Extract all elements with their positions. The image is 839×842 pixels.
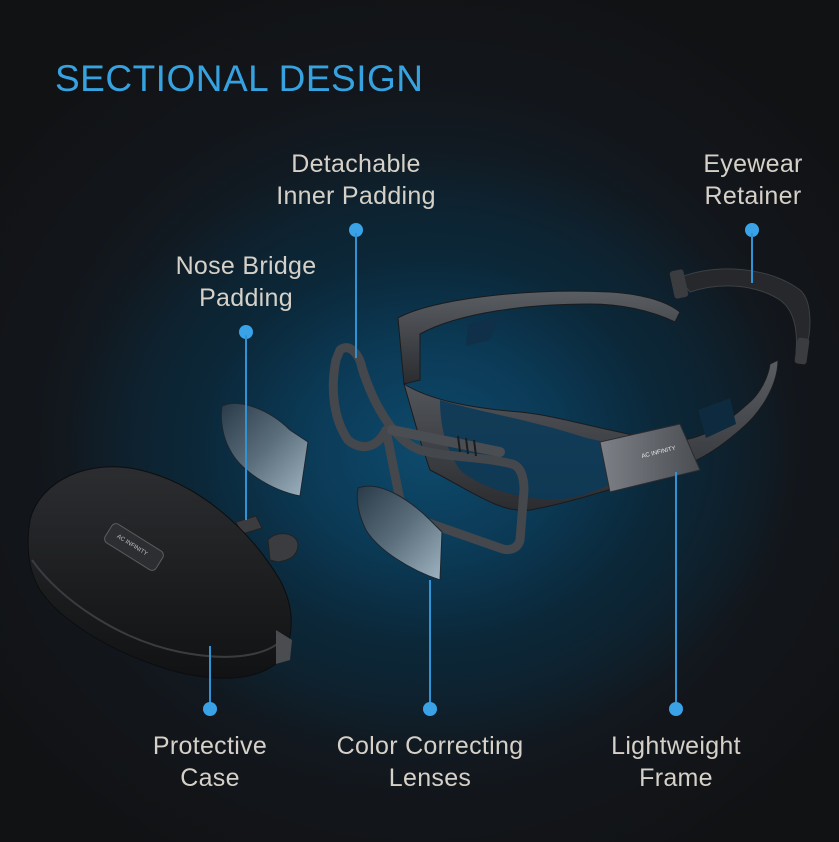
callout-dot-icon [239, 325, 253, 339]
callout-eyewear-retainer: Eyewear Retainer [693, 148, 813, 212]
callout-dot-icon [349, 223, 363, 237]
callout-label: Case [180, 764, 240, 792]
callout-detachable-inner-padding: Detachable Inner Padding [268, 148, 444, 212]
callout-dot-icon [745, 223, 759, 237]
callout-label: Frame [639, 764, 713, 792]
callout-connector-line [355, 233, 357, 358]
callout-label: Detachable [291, 150, 421, 178]
callout-nose-bridge-padding: Nose Bridge Padding [160, 250, 332, 314]
callout-protective-case: Protective Case [130, 730, 290, 794]
callout-connector-line [209, 646, 211, 704]
callout-label: Eyewear [703, 150, 803, 178]
page-title: SECTIONAL DESIGN [55, 58, 424, 99]
callout-label: Color Correcting [336, 732, 524, 760]
callout-connector-line [429, 580, 431, 704]
callout-label: Retainer [704, 182, 802, 210]
callout-dot-icon [203, 702, 217, 716]
callout-dot-icon [669, 702, 683, 716]
inner-padding-shape [328, 343, 529, 555]
lightweight-frame-shape: AC INFINITY [397, 290, 779, 511]
color-correcting-lenses-shape [220, 402, 443, 581]
callout-lightweight-frame: Lightweight Frame [596, 730, 756, 794]
callout-color-correcting-lenses: Color Correcting Lenses [320, 730, 540, 794]
callout-label: Lenses [388, 764, 472, 792]
callout-label: Padding [199, 284, 293, 312]
callout-label: Inner Padding [276, 182, 436, 210]
callout-label: Nose Bridge [175, 252, 317, 280]
callout-label: Lightweight [611, 732, 741, 760]
eyewear-retainer-strap [669, 268, 811, 365]
callout-label: Protective [152, 732, 268, 760]
callout-connector-line [245, 335, 247, 520]
callout-connector-line [675, 472, 677, 704]
protective-case-shape: AC INFINITY [27, 466, 292, 679]
callout-dot-icon [423, 702, 437, 716]
callout-connector-line [751, 233, 753, 283]
